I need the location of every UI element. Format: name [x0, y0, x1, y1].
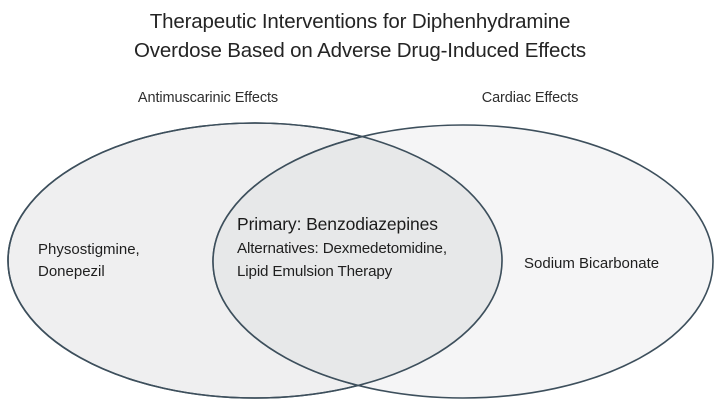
intersection-alternative-line: Alternatives: Dexmedetomidine,	[237, 240, 447, 257]
region-text-line: Sodium Bicarbonate	[524, 255, 660, 272]
set-caption-cardiac: Cardiac Effects	[481, 90, 579, 106]
region-text-line: Donepezil	[38, 263, 105, 280]
region-text-line: Physostigmine,	[38, 241, 140, 258]
region-text-cardiac-only: Sodium Bicarbonate	[524, 253, 659, 275]
figure-title-line-2: Overdose Based on Adverse Drug-Induced E…	[134, 39, 586, 62]
intersection-primary-line: Primary: Benzodiazepines	[237, 214, 438, 234]
figure-title: Therapeutic Interventions for Diphenhydr…	[0, 7, 720, 65]
ellipse-antimuscarinic-outline	[7, 122, 503, 399]
intersection-alternative-line: Lipid Emulsion Therapy	[237, 263, 393, 280]
region-text-antimuscarinic-only: Physostigmine, Donepezil	[38, 239, 140, 283]
set-caption-antimuscarinic: Antimuscarinic Effects	[137, 90, 279, 106]
figure-title-line-1: Therapeutic Interventions for Diphenhydr…	[149, 10, 571, 33]
region-text-intersection: Primary: Benzodiazepines Alternatives: D…	[237, 212, 447, 283]
